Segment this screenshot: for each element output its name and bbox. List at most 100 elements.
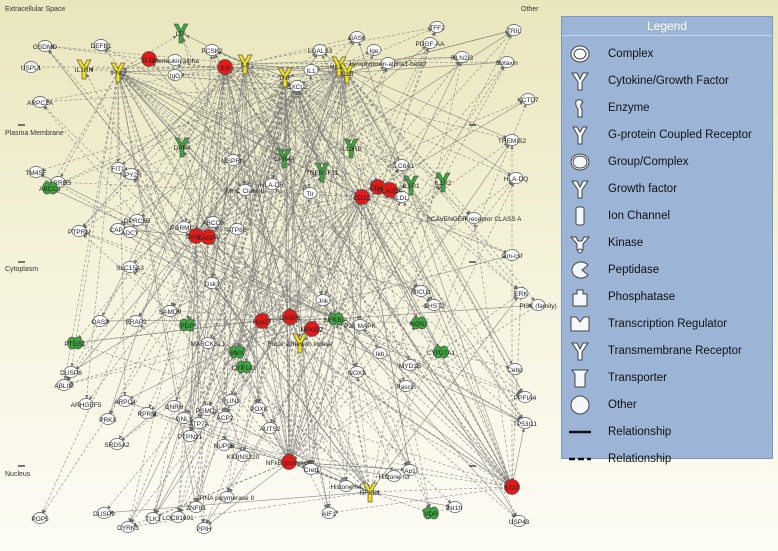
gene-node-aif1[interactable]: AIF1 [321, 507, 337, 519]
gene-node-arpc4[interactable]: ARPC4 [114, 395, 136, 407]
gene-node-rnapol[interactable]: RNA polymerase II [200, 491, 254, 503]
gene-node-arpc1a[interactable]: ARPC1A [27, 96, 54, 108]
gene-node-il1b[interactable]: IL1B [339, 63, 355, 84]
gene-node-samd9[interactable]: SAMD9 [159, 305, 182, 317]
gene-node-oas3[interactable]: OAS3 [91, 315, 109, 327]
gene-node-pascin[interactable]: Pascin [396, 380, 416, 392]
gene-node-nfkb[interactable]: NFkB (complex) [266, 454, 313, 470]
gene-node-hsp27[interactable]: Hsp27 [253, 313, 272, 329]
gene-node-ppfia4[interactable]: PPFIA4 [514, 391, 537, 403]
gene-node-defb1[interactable]: DEFB1 [91, 39, 112, 51]
gene-node-pla2g4[interactable]: PLA2G4 [378, 182, 403, 198]
gene-node-abcc9[interactable]: ABCC9 [202, 216, 224, 228]
gene-node-tlr[interactable]: Tlr [302, 187, 318, 199]
gene-node-nfkbiz[interactable]: NFKBIZ [300, 321, 324, 337]
gene-node-p38[interactable]: P38 MAPK [344, 319, 377, 331]
gene-node-il8[interactable]: IL8 [237, 54, 253, 75]
gene-node-adcy[interactable]: ADCY [121, 226, 140, 238]
gene-node-pgrmc1[interactable]: PGRMC1 [170, 221, 198, 233]
gene-node-creb[interactable]: Creb [303, 463, 318, 475]
gene-node-gmcsf[interactable]: Gm-csf [502, 249, 523, 261]
gene-node-cpr44[interactable]: CPR44 [274, 148, 295, 169]
gene-node-fit1[interactable]: FIT1 [110, 162, 126, 174]
gene-node-ap1[interactable]: Ap1 [402, 464, 418, 476]
gene-node-h3[interactable]: Histone h3 [378, 470, 410, 482]
gene-node-kctd7[interactable]: KCTD7 [517, 93, 539, 105]
gene-node-h4[interactable]: Histone h4 [330, 480, 362, 492]
gene-node-ldl[interactable]: LDL [394, 191, 410, 203]
gene-node-atp7a[interactable]: ATP7A [189, 417, 210, 429]
gene-node-srd5a2[interactable]: SRD5A2 [104, 438, 130, 450]
gene-node-gprc5b[interactable]: GPRC5B [124, 214, 151, 226]
gene-node-pop5[interactable]: POP5 [31, 512, 49, 524]
gene-node-nr1h[interactable]: Nr1h [447, 501, 462, 513]
gene-node-erap2[interactable]: ERAP2 [125, 315, 147, 327]
gene-node-ikb[interactable]: Ikb [372, 347, 388, 359]
gene-node-hladq[interactable]: HLA-DQ [504, 172, 529, 184]
gene-node-auts2[interactable]: AUTS2 [260, 422, 281, 434]
gene-node-ablim[interactable]: ABLIM [54, 379, 74, 391]
gene-node-lgals3[interactable]: LGALS3 [308, 44, 333, 56]
gene-node-nfkb1[interactable]: NFKB1 [360, 482, 381, 503]
gene-node-pcsk2[interactable]: PCSK2 [201, 44, 223, 56]
gene-node-gsk3[interactable]: Gsk3 [204, 277, 220, 289]
gene-node-atp8b[interactable]: ATP8B [227, 223, 247, 235]
gene-node-themis2[interactable]: THEMIS2 [498, 134, 527, 146]
gene-node-nox5[interactable]: NOX5 [348, 366, 366, 378]
gene-node-slc8a1[interactable]: SLC8A1 [390, 159, 415, 171]
gene-node-psmd3[interactable]: PSMD3 [196, 404, 219, 416]
gene-node-arhgef5[interactable]: ARHGEF5 [71, 398, 102, 410]
gene-node-il12[interactable]: IL12 [141, 51, 157, 67]
gene-node-pi3k[interactable]: PI3K (family) [519, 299, 557, 311]
gene-node-gnrh[interactable]: GNRH [164, 400, 184, 412]
gene-node-npy2r[interactable]: NPY2R [120, 168, 142, 180]
gene-node-ifng[interactable]: IFNG [110, 62, 126, 83]
gene-node-ptprn[interactable]: PTPRN [68, 225, 90, 237]
gene-node-eotaxin[interactable]: Eotaxin [496, 56, 518, 68]
gene-node-prkx[interactable]: PRKX [99, 413, 118, 425]
gene-node-hladr[interactable]: HLA-DR [260, 178, 285, 190]
gene-node-znf81[interactable]: ZNF81 [186, 501, 206, 513]
gene-node-tff2[interactable]: TFF2 [429, 21, 445, 33]
gene-node-tnf[interactable]: TNF [277, 67, 293, 88]
gene-node-micu1[interactable]: MICU1 [411, 285, 432, 297]
gene-node-vdr[interactable]: VDR [423, 506, 439, 520]
gene-node-abcc4[interactable]: ABCC4 [39, 181, 61, 195]
gene-node-il15[interactable]: IL15 [331, 56, 347, 77]
gene-node-ige[interactable]: Ige [366, 44, 382, 56]
gene-node-kidins220[interactable]: KIDINS220 [227, 450, 260, 462]
gene-node-interleukin[interactable]: Interleukin alpha [151, 54, 199, 66]
gene-node-nos2[interactable]: NOS2 [410, 316, 428, 330]
gene-node-casp4[interactable]: CASP4 [197, 229, 219, 245]
gene-node-focal[interactable]: Focal adhesion kinase [268, 333, 333, 354]
gene-node-ppih[interactable]: PPIH [196, 522, 212, 534]
gene-node-marcksl1[interactable]: MARCKSL1 [190, 337, 226, 349]
gene-node-bmx[interactable]: BMX [229, 345, 245, 359]
gene-node-il1r1[interactable]: IL1R1 [402, 175, 420, 196]
gene-node-lta[interactable]: LTA [173, 23, 189, 44]
gene-node-pdgfaa[interactable]: PDGF-AA [416, 37, 446, 49]
gene-node-myd1e[interactable]: MYD1E [399, 359, 422, 371]
gene-node-stat[interactable]: STAT [504, 479, 520, 495]
gene-node-mhcii[interactable]: MHC Class II [226, 184, 264, 196]
gene-node-usp43[interactable]: USP43 [509, 515, 530, 527]
gene-node-ptgs1[interactable]: PTGS1 [64, 336, 86, 350]
gene-node-cyp27a1[interactable]: CYP27A1 [427, 345, 456, 359]
gene-node-igg[interactable]: IgG [167, 69, 183, 81]
gene-node-il10rb[interactable]: IL10RB [340, 138, 362, 159]
gene-node-acp2[interactable]: ACP2 [217, 411, 234, 423]
gene-node-poxk[interactable]: POXK [250, 402, 269, 414]
gene-node-dyrk3[interactable]: DYRK3 [117, 521, 139, 533]
gene-node-cd1c[interactable]: CD1C [353, 189, 371, 205]
gene-node-il1[interactable]: IL1 [303, 64, 319, 76]
gene-node-gsdmd[interactable]: GSDMD [33, 40, 58, 52]
gene-node-cyp1a1[interactable]: CYP1A1 [232, 360, 257, 374]
gene-node-jnk[interactable]: Jnk [315, 294, 331, 306]
gene-node-uspl1[interactable]: USPL1 [21, 61, 42, 73]
gene-node-il1rn[interactable]: IL1RN [75, 59, 94, 80]
gene-node-pdp[interactable]: PDP [179, 318, 195, 332]
gene-node-rln2[interactable]: RLN2/3 [451, 51, 473, 63]
gene-node-tril[interactable]: TRIL [506, 24, 521, 36]
gene-node-cebp[interactable]: Cebp [507, 363, 523, 375]
gene-node-dpp4[interactable]: DPP4 [174, 137, 191, 158]
